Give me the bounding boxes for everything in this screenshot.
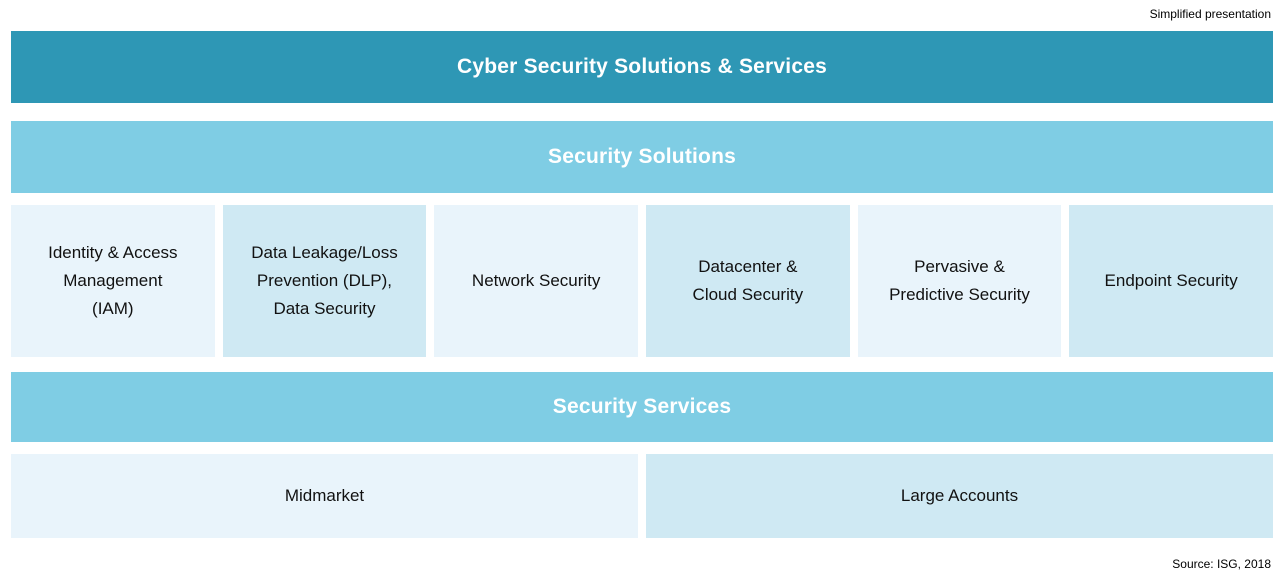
solution-box-network-security: Network Security	[434, 205, 638, 357]
cyber-security-title-label: Cyber Security Solutions & Services	[457, 55, 827, 78]
source-note: Source: ISG, 2018	[1172, 557, 1271, 571]
solution-boxes-row: Identity & Access Management (IAM) Data …	[11, 205, 1273, 357]
solution-box-dlp-data-security: Data Leakage/Loss Prevention (DLP), Data…	[222, 205, 427, 357]
solution-box-pervasive-predictive-security: Pervasive & Predictive Security	[857, 205, 1062, 357]
security-services-banner: Security Services	[11, 372, 1273, 442]
solution-box-endpoint-security: Endpoint Security	[1069, 205, 1273, 357]
segment-box-large-accounts: Large Accounts	[646, 454, 1273, 538]
segment-boxes-row: Midmarket Large Accounts	[11, 454, 1273, 538]
segment-box-midmarket: Midmarket	[11, 454, 638, 538]
security-services-label: Security Services	[552, 395, 732, 418]
simplified-presentation-note: Simplified presentation	[1149, 7, 1271, 21]
solution-box-iam: Identity & Access Management (IAM)	[11, 205, 215, 357]
solution-box-datacenter-cloud-security: Datacenter & Cloud Security	[646, 205, 850, 357]
security-solutions-banner: Security Solutions	[11, 121, 1273, 193]
security-solutions-label: Security Solutions	[548, 145, 736, 168]
cyber-security-title-banner: Cyber Security Solutions & Services	[11, 31, 1273, 103]
